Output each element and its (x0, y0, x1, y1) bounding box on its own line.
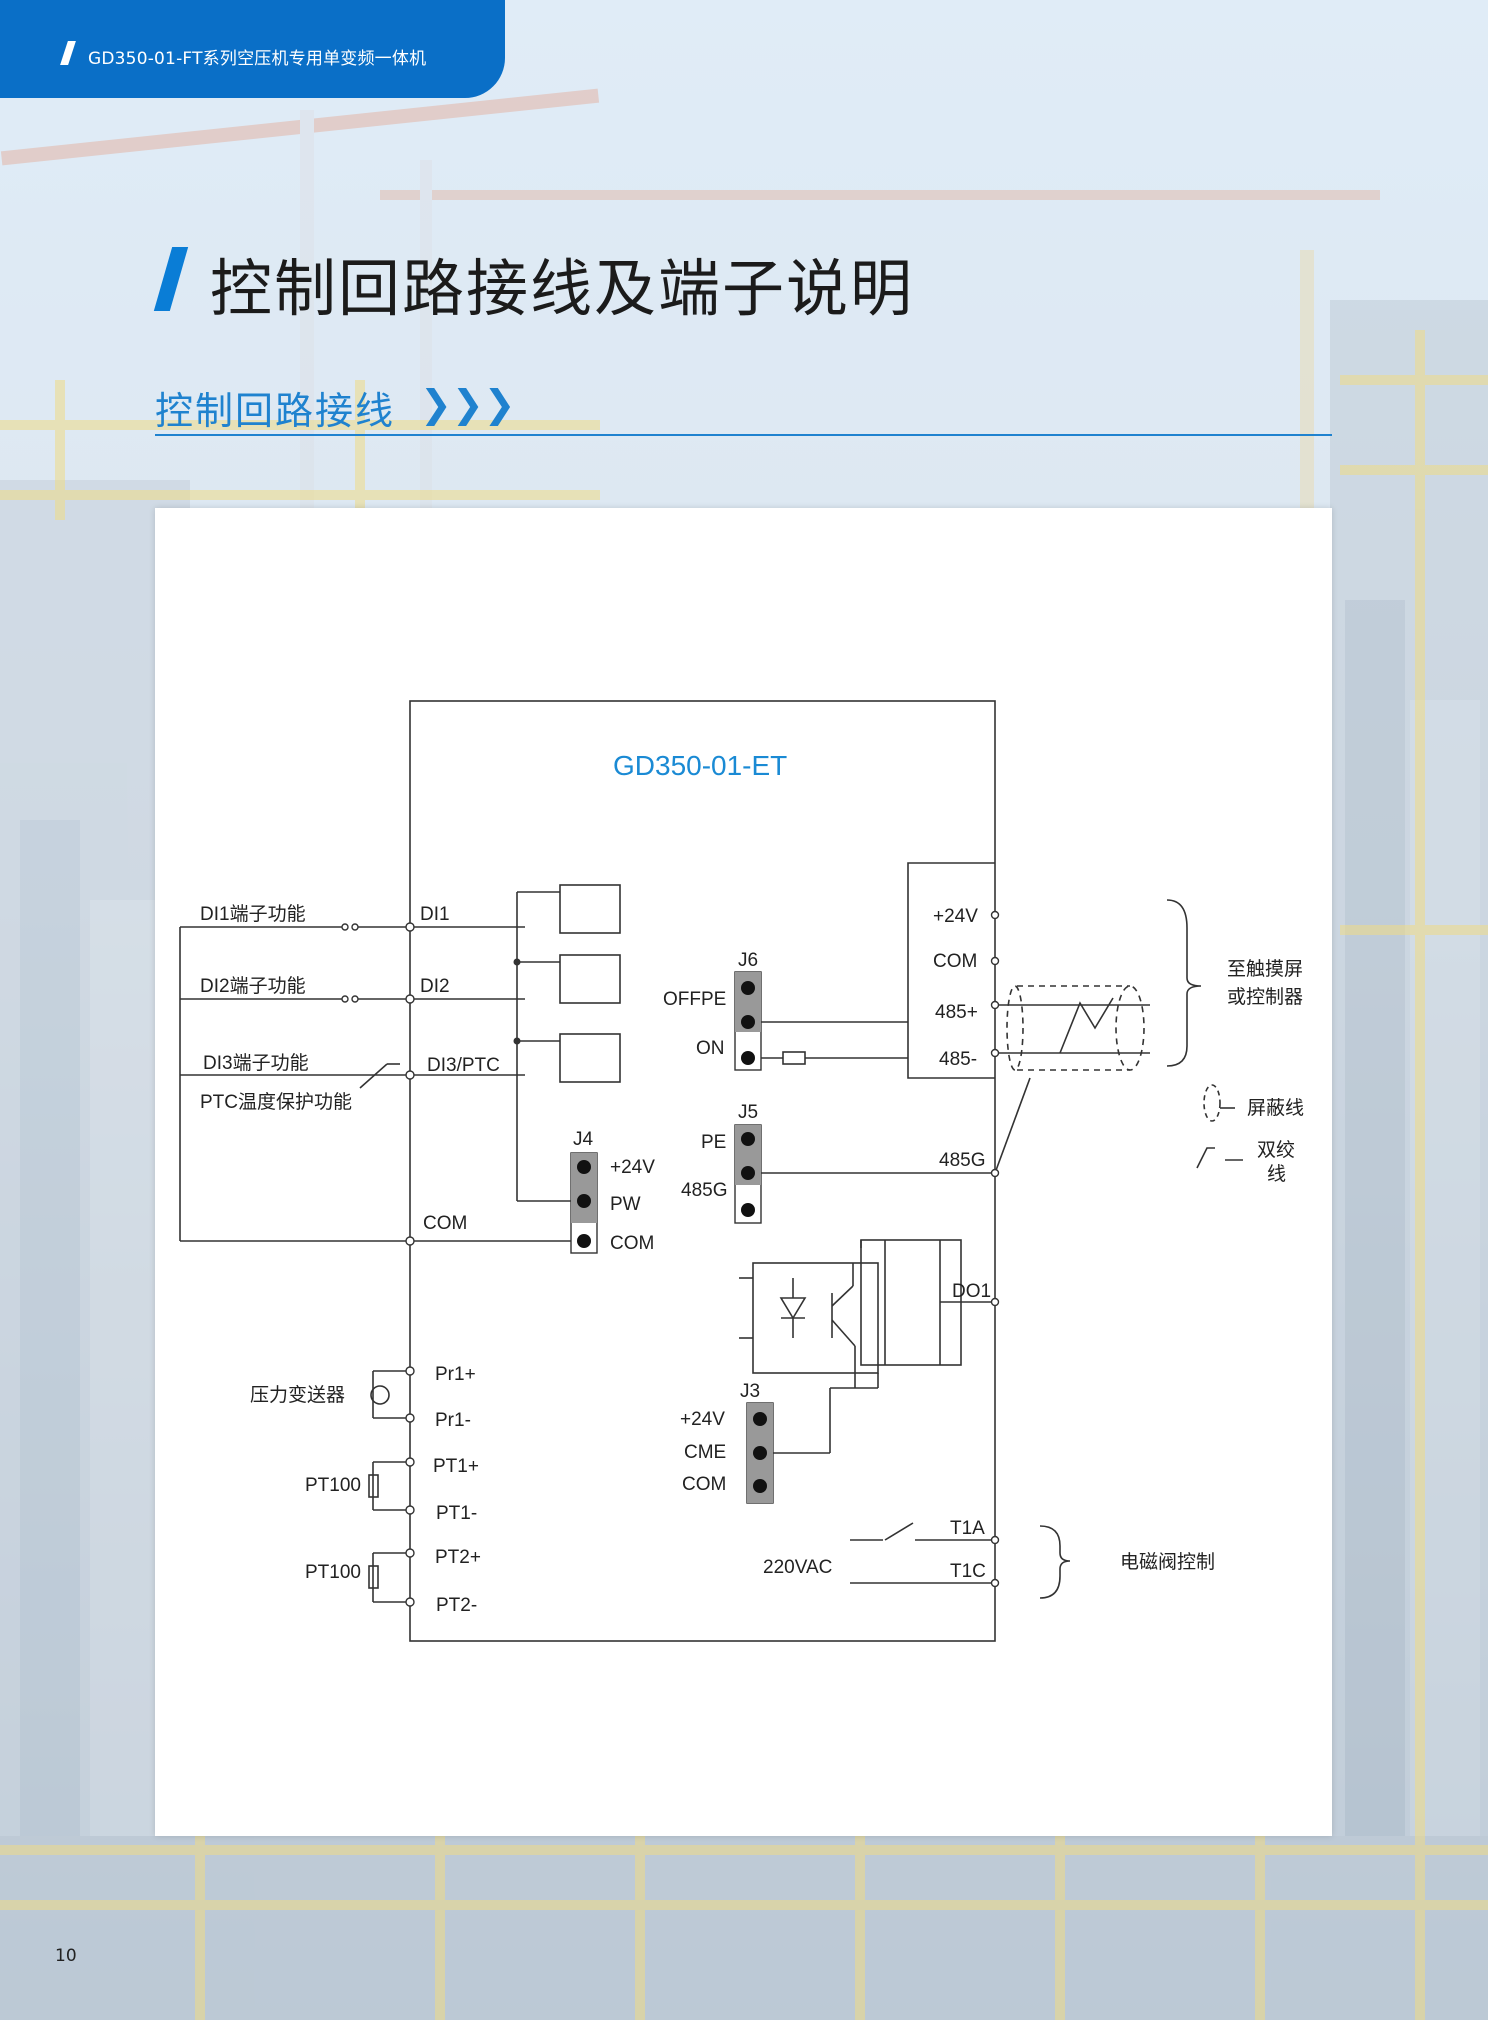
j4-jumper (570, 1152, 598, 1254)
j3-pin-com: COM (682, 1474, 726, 1495)
di1-function-label: DI1端子功能 (200, 903, 306, 925)
t1a-terminal: T1A (950, 1518, 985, 1539)
di2-terminal: DI2 (420, 976, 450, 997)
pt100-2-label: PT100 (305, 1562, 361, 1583)
di2-function-label: DI2端子功能 (200, 975, 306, 997)
pt1-minus-terminal: PT1- (436, 1503, 477, 1524)
j4-pin-pw: PW (610, 1194, 641, 1215)
rs485-block (907, 862, 995, 1079)
control-circuit-wiring-diagram: GD350-01-ET DI1端子功能 DI2端子功能 DI3端子功能 PTC温… (179, 700, 1304, 1642)
j3-jumper (746, 1402, 774, 1504)
rs485-com: COM (933, 951, 977, 972)
di3-terminal: DI3/PTC (427, 1055, 500, 1076)
j4-name: J4 (573, 1129, 594, 1150)
di3-function-label: DI3端子功能 (203, 1052, 309, 1074)
pr1-minus-terminal: Pr1- (435, 1410, 471, 1431)
rs485-24v: +24V (933, 906, 978, 927)
pt1-plus-terminal: PT1+ (433, 1456, 479, 1477)
solenoid-valve-label: 电磁阀控制 (1120, 1551, 1215, 1573)
di1-terminal: DI1 (420, 904, 450, 925)
ptc-function-label: PTC温度保护功能 (200, 1091, 352, 1113)
do1-terminal: DO1 (952, 1281, 991, 1302)
diagram-panel: GD350-01-ET DI1端子功能 DI2端子功能 DI3端子功能 PTC温… (155, 508, 1332, 1836)
t1c-terminal: T1C (950, 1561, 986, 1582)
pt100-1-label: PT100 (305, 1475, 361, 1496)
page-title: 控制回路接线及端子说明 (210, 252, 915, 325)
j5-pin-pe: PE (701, 1132, 726, 1153)
j4-pin-24v: +24V (610, 1157, 655, 1178)
j3-pin-cme: CME (684, 1442, 726, 1463)
page-number: 10 (55, 1946, 77, 1966)
rs485-target-line2: 或控制器 (1227, 986, 1303, 1008)
j5-jumper (734, 1124, 762, 1224)
j4-pin-com: COM (610, 1233, 654, 1254)
pressure-transmitter-label: 压力变送器 (250, 1384, 345, 1406)
legend-shield-label: 屏蔽线 (1247, 1097, 1304, 1119)
rs485-plus: 485+ (935, 1002, 978, 1023)
com-terminal: COM (423, 1213, 467, 1234)
j6-jumper (734, 971, 762, 1071)
pt2-minus-terminal: PT2- (436, 1595, 477, 1616)
chevron-right-icon: ❯❯❯ (420, 382, 516, 426)
j6-pin-offpe: OFFPE (663, 989, 726, 1010)
j3-name: J3 (740, 1381, 760, 1402)
pr1-plus-terminal: Pr1+ (435, 1364, 476, 1385)
legend-twisted-label-1: 双绞 (1257, 1139, 1295, 1161)
j5-pin-485g: 485G (681, 1180, 727, 1201)
model-label: GD350-01-ET (613, 750, 787, 781)
rs485-target-line1: 至触摸屏 (1227, 958, 1303, 980)
rs485-minus: 485- (939, 1049, 977, 1070)
j3-pin-24v: +24V (680, 1409, 725, 1430)
header-tab (0, 0, 505, 98)
section-title: 控制回路接线 (155, 389, 396, 433)
relay-supply-label: 220VAC (763, 1557, 832, 1578)
section-divider (155, 434, 1332, 436)
j6-name: J6 (738, 950, 758, 971)
header-series-title: GD350-01-FT系列空压机专用单变频一体机 (88, 49, 427, 69)
j5-name: J5 (738, 1102, 758, 1123)
drive-outline (409, 700, 996, 1642)
rs485-g: 485G (939, 1150, 985, 1171)
j6-pin-on: ON (696, 1038, 725, 1059)
pt2-plus-terminal: PT2+ (435, 1547, 481, 1568)
legend-twisted-label-2: 线 (1267, 1163, 1286, 1185)
